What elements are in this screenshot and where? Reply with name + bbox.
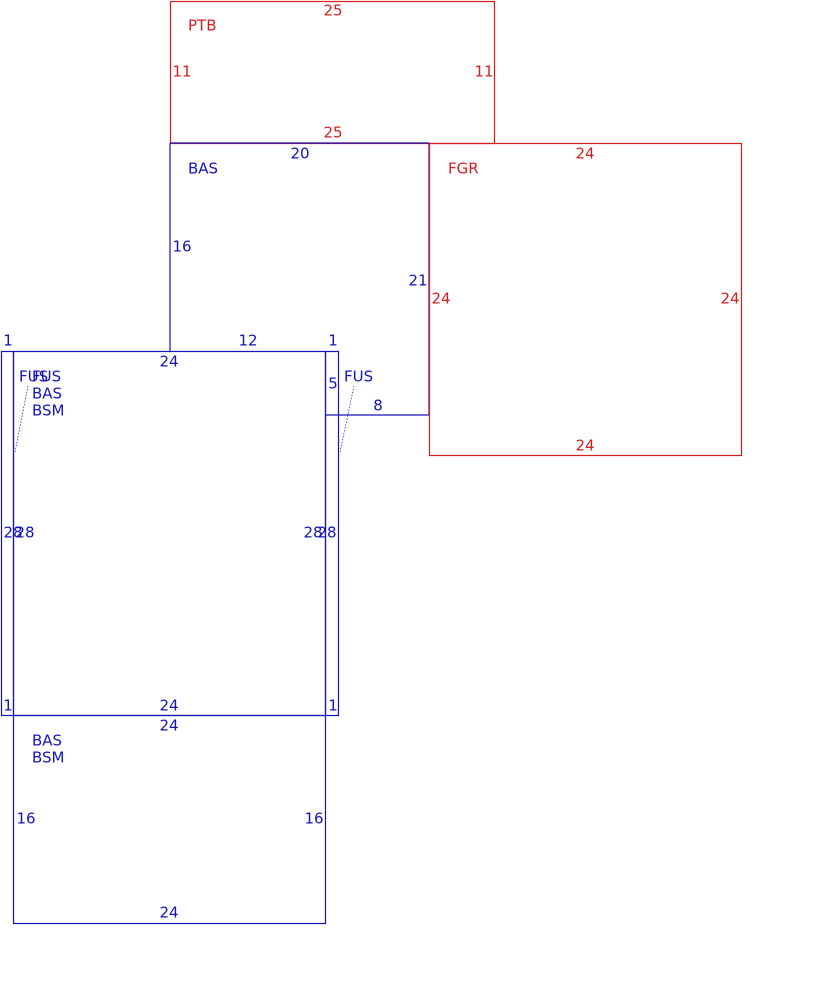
dimension-label-bottom: 1 [328, 697, 338, 715]
room-ptb: PTB 25 25 11 11 [169, 0, 496, 145]
room-outline [169, 142, 430, 416]
room-bas-step: 58 [328, 375, 383, 415]
room-outline [428, 142, 743, 457]
dimension-label-left: 28 [15, 524, 34, 542]
room-bas-upper: BAS 20 16 21 12 [169, 142, 430, 416]
room-code-label: FUS [32, 368, 61, 386]
dimension-label-top: 25 [323, 2, 342, 20]
room-outline [169, 0, 496, 145]
dimension-label-bottom: 12 [238, 332, 257, 350]
room-code-label: BAS [188, 160, 218, 178]
dimension-label-top: 24 [159, 353, 178, 371]
dimension-label-left: 24 [431, 290, 450, 308]
dimension-label-left: 16 [172, 238, 191, 256]
room-outline [12, 714, 327, 925]
room-code-label: FGR [448, 160, 479, 178]
room-outline [324, 350, 340, 717]
dimension-label-right: 28 [317, 524, 336, 542]
dimension-label-right: 16 [304, 810, 323, 828]
room-code-label: FUS [344, 368, 373, 386]
dimension-label-right: 21 [408, 272, 427, 290]
label-leader-line [14, 385, 29, 453]
dimension-label-left: 11 [172, 63, 191, 81]
dimension-label-bottom: 8 [373, 397, 383, 415]
dimension-label-right: 11 [474, 63, 493, 81]
dimension-label-bottom: 1 [3, 697, 13, 715]
dimension-label-top: 1 [3, 332, 13, 350]
dimension-label-top: 24 [159, 717, 178, 735]
label-leader-line [339, 385, 355, 453]
dimension-label-left: 5 [328, 375, 338, 393]
dimension-label-top: 24 [575, 145, 594, 163]
dimension-label-right: 24 [720, 290, 739, 308]
room-code-label: FUS [19, 368, 48, 386]
dimension-label-bottom: 24 [575, 437, 594, 455]
dimension-label-bottom: 24 [159, 697, 178, 715]
dimension-label-bottom: 25 [323, 124, 342, 142]
room-code-label: BAS [32, 732, 62, 750]
dimension-label-right: 28 [303, 524, 322, 542]
dimension-label-top: 20 [290, 145, 309, 163]
dimension-label-top: 1 [328, 332, 338, 350]
room-code-label: BSM [32, 402, 65, 420]
dimension-label-left: 28 [3, 524, 22, 542]
room-code-label: BAS [32, 385, 62, 403]
room-code-label: PTB [188, 17, 217, 35]
room-fus-right-strip: FUS 1 1 28 [317, 332, 373, 717]
dimension-label-left: 16 [16, 810, 35, 828]
room-outline [0, 350, 15, 717]
dimension-label-bottom: 24 [159, 904, 178, 922]
room-fus-left-strip: FUS 1 1 28 [0, 332, 48, 717]
room-fgr: FGR 24 24 24 24 [428, 142, 743, 457]
room-code-label: BSM [32, 749, 65, 767]
